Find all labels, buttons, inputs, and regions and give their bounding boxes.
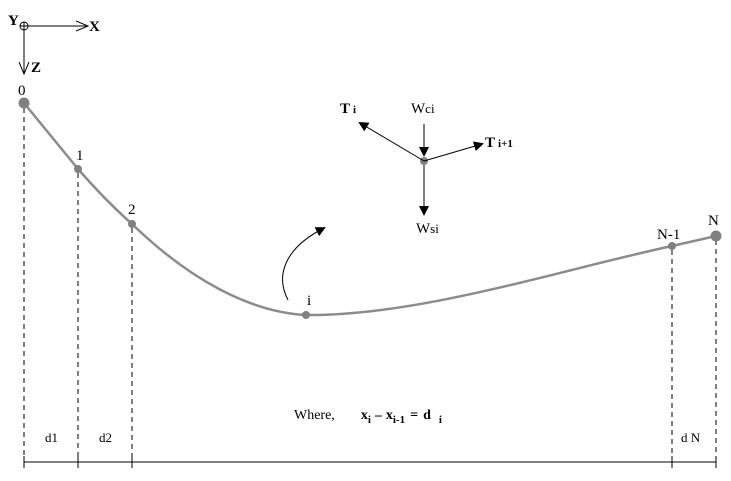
node-label-n: N xyxy=(708,213,719,229)
segment-label-d1: d1 xyxy=(45,430,58,445)
cable-curve xyxy=(23,102,717,317)
node-n xyxy=(710,230,722,242)
z-axis-label: Z xyxy=(31,60,41,76)
baseline xyxy=(23,456,717,468)
zoom-pointer-arrow xyxy=(282,227,326,301)
cable-nodes xyxy=(18,97,722,319)
node-1 xyxy=(74,165,82,173)
tension-i-arrow xyxy=(358,121,425,162)
node-label-n1: N-1 xyxy=(657,227,680,243)
node-label-1: 1 xyxy=(76,148,84,164)
node-label-2: 2 xyxy=(128,202,136,218)
node-label-i: i xyxy=(307,293,311,309)
x-axis-label: X xyxy=(89,19,100,35)
segment-label-d2: d2 xyxy=(99,430,112,445)
tension-i1-arrow xyxy=(423,141,484,162)
y-axis-label: Y xyxy=(8,13,19,29)
segment-label-dn: d N xyxy=(681,430,701,445)
node-verticals xyxy=(23,108,717,460)
where-label: Where, xyxy=(294,408,335,423)
coordinate-axes: Y X Z xyxy=(8,13,100,76)
node-0 xyxy=(18,97,30,109)
node-label-0: 0 xyxy=(18,83,26,99)
node-n1 xyxy=(668,242,676,250)
weight-c-label: Wci xyxy=(411,101,435,117)
node-i xyxy=(302,311,310,319)
weight-s-label: Wsi xyxy=(416,221,439,237)
node-2 xyxy=(128,220,136,228)
